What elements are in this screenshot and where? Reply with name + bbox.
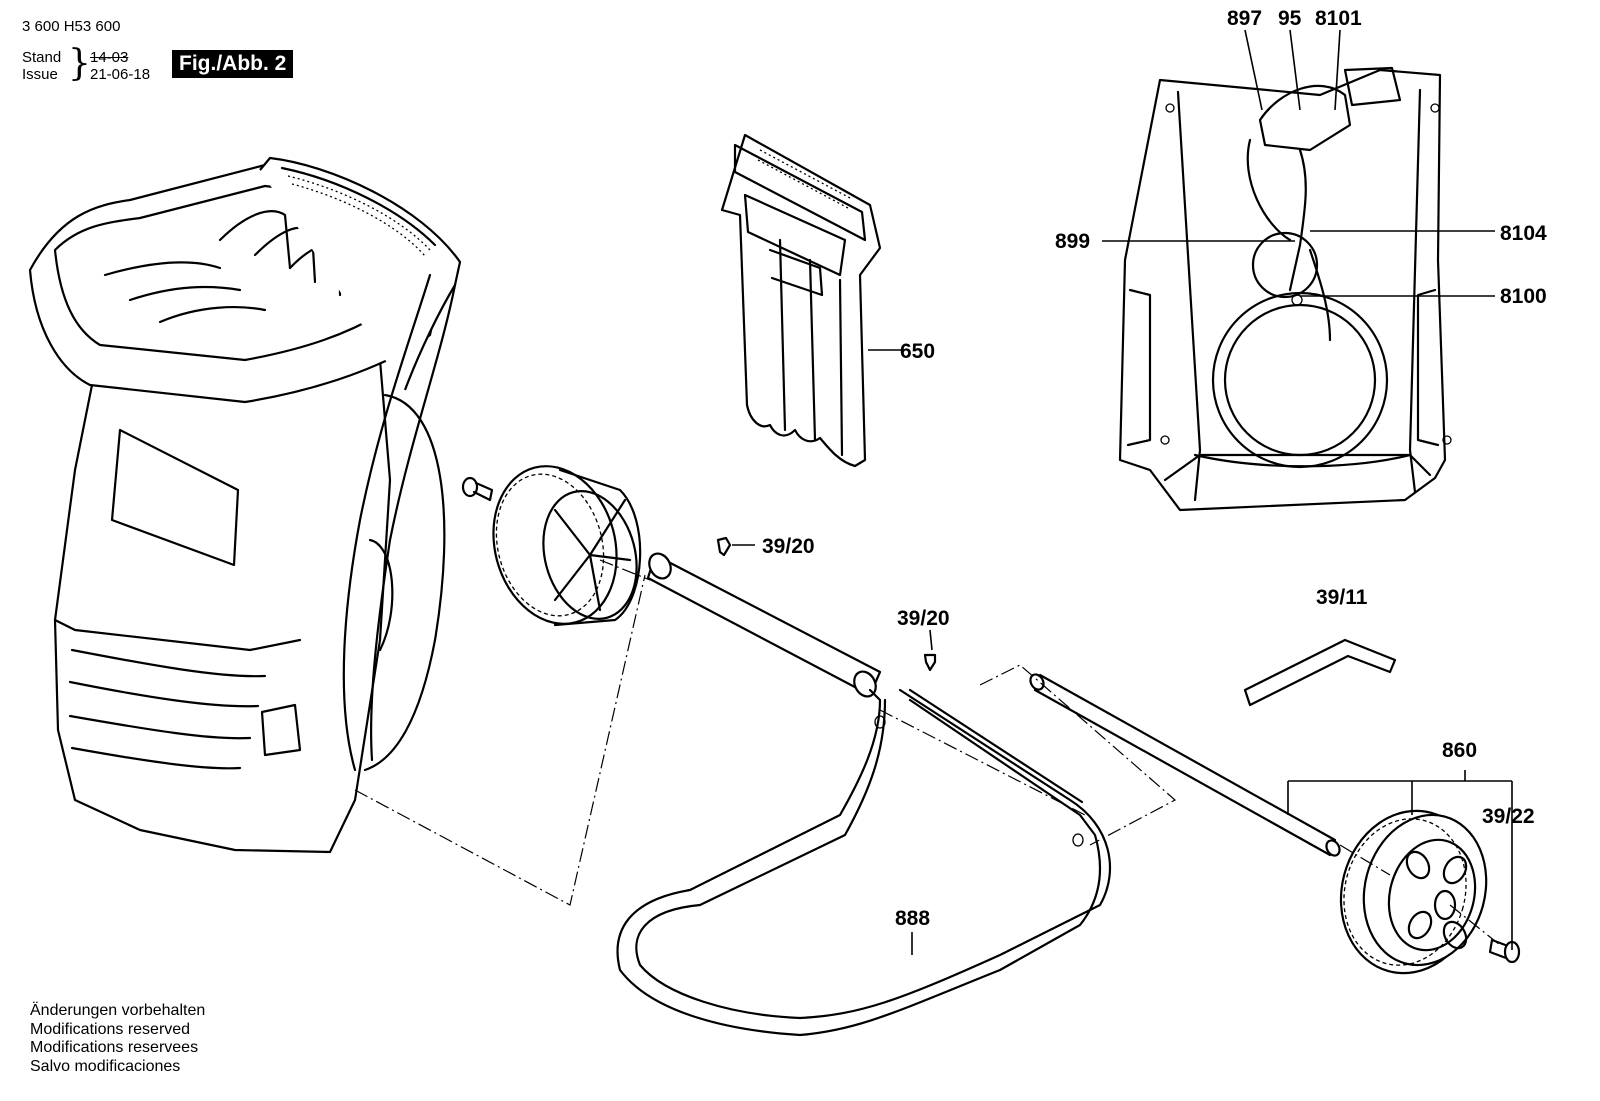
part-39-11-hex-key [1243,638,1397,707]
callout-8101: 8101 [1315,7,1362,30]
housing-assembly [1118,66,1452,512]
part-860-wheel [1339,809,1488,975]
axle-rod [1029,673,1341,857]
shredder-body [28,156,462,854]
callout-95: 95 [1278,7,1302,30]
callout-39-20-b: 39/20 [897,607,950,630]
note-fr: Modifications reservees [30,1039,199,1056]
stand-date: 14-03 [90,49,129,66]
note-es: Salvo modificaciones [30,1057,181,1075]
part-888-frame [616,688,1112,1037]
callout-899: 899 [1055,230,1090,253]
modification-notes: Änderungen vorbehalten Modifications res… [30,1002,205,1076]
note-en: Modifications reserved [30,1020,191,1038]
leader-lines [732,29,1513,955]
issue-label: Issue [22,66,58,83]
axle-tube [646,552,882,698]
callout-650: 650 [900,340,935,363]
note-de: Änderungen vorbehalten [30,1002,206,1019]
callouts: 897 95 8101 899 8104 8100 650 39/20 39/2… [762,7,1547,930]
issue-date: 21-06-18 [90,66,151,83]
screw-39-20-a [716,536,732,557]
stand-label: Stand [22,49,62,66]
brace-glyph: } [68,43,91,84]
callout-888: 888 [895,907,930,930]
screw-left [461,476,494,502]
callout-39-20-a: 39/20 [762,535,815,558]
assembly-lines [354,559,1501,946]
callout-897: 897 [1227,7,1262,30]
wheel-left [492,465,642,627]
screw-39-22 [1488,938,1521,964]
callout-8104: 8104 [1500,222,1547,245]
part-650-cover [720,133,882,468]
document-number: 3 600 H53 600 [22,18,121,35]
callout-39-11: 39/11 [1316,586,1368,609]
callout-860: 860 [1442,739,1477,762]
callout-8100: 8100 [1500,285,1547,308]
figure-label: Fig./Abb. 2 [172,50,294,78]
screw-39-20-b [923,653,937,672]
callout-39-22: 39/22 [1482,805,1535,828]
